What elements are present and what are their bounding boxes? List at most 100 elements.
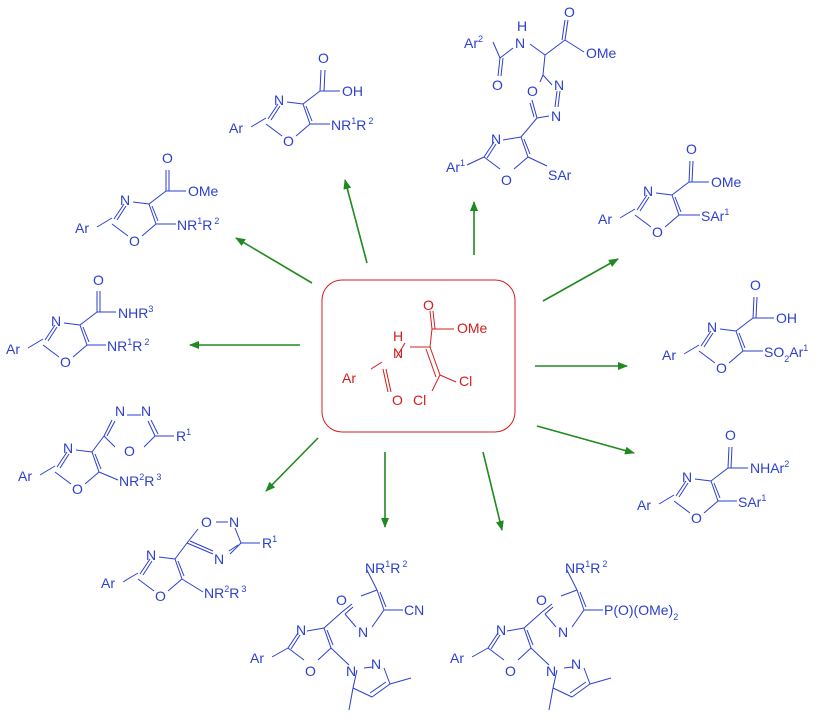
product-9-label: O (750, 277, 761, 293)
product-10-label: Ar (598, 211, 612, 227)
product-6-label: N (371, 656, 381, 672)
product-8-label: O (691, 510, 702, 526)
product-5-label: Ar (101, 575, 115, 591)
reaction-arrows (189, 179, 635, 531)
product-6-label: N (296, 622, 306, 638)
product-4-label: N (141, 403, 151, 419)
product-5-label: N (229, 514, 239, 530)
center-box (321, 279, 516, 433)
product-6-label: N (358, 624, 368, 640)
product-7-label: N (546, 663, 556, 679)
product-11-label: O (492, 77, 503, 93)
product-11-label: OMe (586, 45, 617, 61)
product-11-label: Ar1 (446, 158, 465, 175)
center-label: Ar (342, 370, 356, 386)
product-4-label: O (124, 443, 135, 459)
product-11: Ar2 O H N O OMe O N N N Ar1 O SAr (446, 4, 617, 188)
product-3-label: O (60, 354, 71, 370)
product-11-label: N (515, 35, 525, 51)
product-4-label: O (72, 481, 83, 497)
arrow-to-product-10 (542, 258, 619, 302)
product-1-label: O (318, 50, 329, 66)
product-6-label: N (346, 663, 356, 679)
product-11-label: O (527, 83, 538, 99)
product-4-label: N (63, 440, 73, 456)
arrow-to-product-1 (343, 179, 368, 264)
product-6-label: O (305, 663, 316, 679)
product-7-label: N (571, 656, 581, 672)
arrow-to-product-2 (235, 237, 313, 284)
product-5-label: R1 (262, 534, 277, 551)
product-9-label: SO2Ar1 (764, 343, 808, 364)
product-9-label: OH (776, 310, 797, 326)
center-label: Cl (413, 392, 426, 408)
product-3-label: Ar (6, 341, 20, 357)
product-5-label: O (201, 514, 212, 530)
center-label: N (393, 345, 403, 361)
product-2-label: Ar (75, 220, 89, 236)
product-8: O NHAr2 N Ar O SAr1 (637, 427, 789, 526)
center-label: O (423, 297, 434, 313)
product-5-label: N (146, 547, 156, 563)
product-4-label: R1 (176, 427, 191, 444)
product-11-label: Ar2 (464, 34, 483, 51)
product-10-label: OMe (711, 174, 742, 190)
product-5-label: O (155, 588, 166, 604)
product-11-label: SAr (548, 167, 572, 183)
product-7-label: O (505, 663, 516, 679)
product-8-label: O (725, 427, 736, 443)
product-7-label: P(O)(OMe)2 (604, 602, 678, 622)
product-10-label: O (686, 141, 697, 157)
product-11-label: H (517, 18, 527, 34)
product-2-label: OMe (188, 183, 219, 199)
product-10-label: O (652, 224, 663, 240)
product-9: O OH N Ar O SO2Ar1 (662, 277, 808, 376)
product-10-label: N (643, 183, 653, 199)
product-10-label: SAr1 (701, 207, 729, 224)
product-4-label: Ar (18, 468, 32, 484)
center-label: O (392, 392, 403, 408)
product-2-label: N (120, 192, 130, 208)
product-2-label: O (129, 233, 140, 249)
product-5-label: N (214, 551, 224, 567)
product-11-label: O (564, 4, 575, 20)
product-11-label: O (501, 172, 512, 188)
starting-material: Ar H N O OMe O Cl Cl (321, 279, 516, 433)
product-3-label: N (51, 313, 61, 329)
product-11-label: N (551, 108, 561, 124)
product-8-label: NHAr2 (750, 459, 789, 476)
product-4-label: N (115, 403, 125, 419)
product-1-label: N (274, 92, 284, 108)
arrow-to-product-4 (265, 437, 319, 492)
product-6-label: CN (404, 602, 424, 618)
product-6-label: Ar (250, 650, 264, 666)
product-2-label: O (162, 150, 173, 166)
arrow-to-product-7 (482, 451, 504, 531)
product-9-label: Ar (662, 347, 676, 363)
product-1-label: Ar (229, 120, 243, 136)
product-10: O OMe N Ar O SAr1 (598, 141, 742, 240)
product-9-label: N (707, 319, 717, 335)
product-3-label: NHR3 (118, 304, 153, 321)
product-9-label: O (716, 360, 727, 376)
product-8-label: Ar (637, 497, 651, 513)
product-7-label: N (496, 622, 506, 638)
center-label: Cl (459, 373, 472, 389)
center-label: H (393, 328, 403, 344)
product-11-label: N (491, 131, 501, 147)
product-7-label: N (558, 624, 568, 640)
product-1-label: O (283, 133, 294, 149)
